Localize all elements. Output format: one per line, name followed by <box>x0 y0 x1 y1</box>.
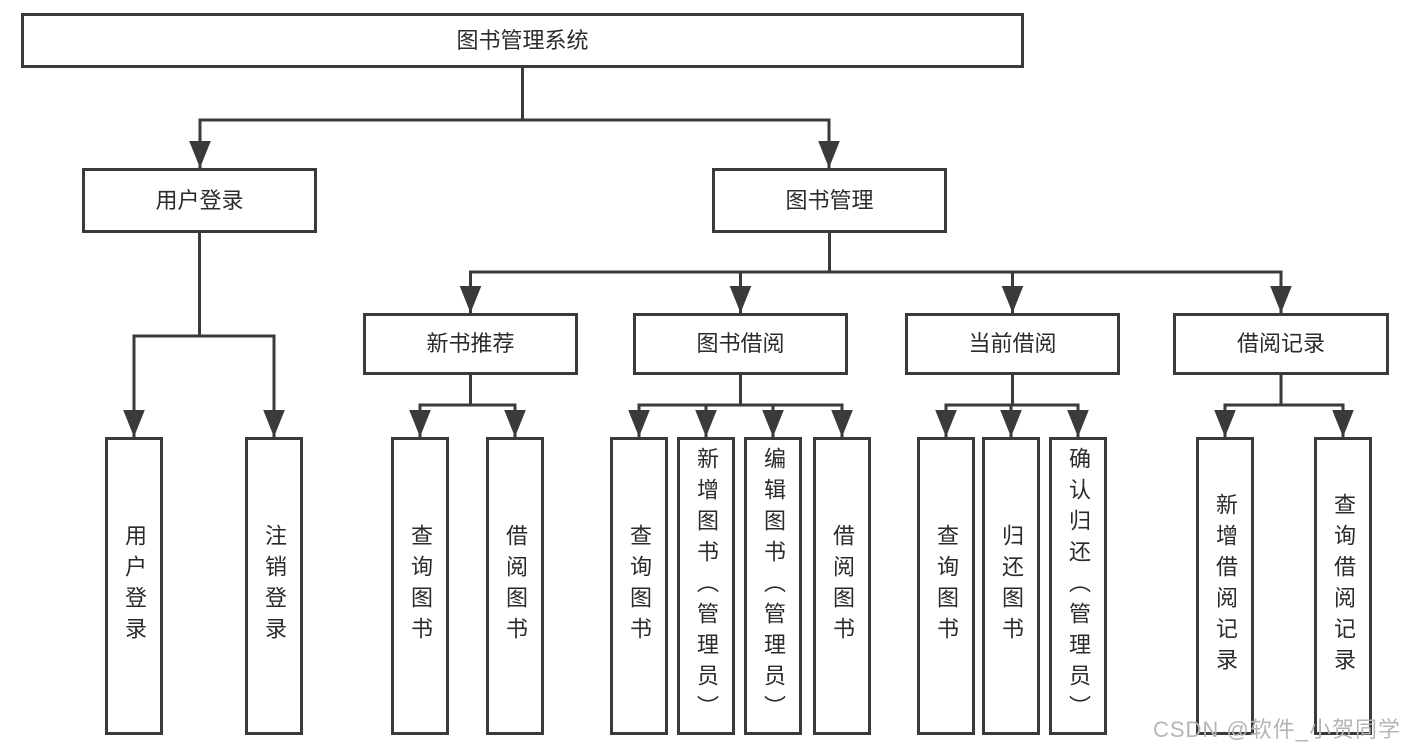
leaf-query-books-recommend-label: 查询图书 <box>408 524 433 648</box>
leaf-add-book-admin: 新增图书（管理员） <box>677 437 735 735</box>
leaf-borrow-books-2: 借阅图书 <box>813 437 871 735</box>
leaf-query-books-current: 查询图书 <box>917 437 975 735</box>
leaf-return-book: 归还图书 <box>982 437 1040 735</box>
leaf-query-borrow-record-label: 查询借阅记录 <box>1331 493 1356 679</box>
leaf-confirm-return-admin: 确认归还（管理员） <box>1049 437 1107 735</box>
node-user-login: 用户登录 <box>82 168 317 233</box>
leaf-user-login-label: 用户登录 <box>122 524 147 648</box>
leaf-edit-book-admin: 编辑图书（管理员） <box>744 437 802 735</box>
node-book-management: 图书管理 <box>712 168 947 233</box>
leaf-borrow-books-recommend: 借阅图书 <box>486 437 544 735</box>
leaf-edit-book-admin-label: 编辑图书（管理员） <box>761 446 786 726</box>
leaf-add-book-admin-label: 新增图书（管理员） <box>694 446 719 726</box>
leaf-borrow-books-recommend-label: 借阅图书 <box>503 524 528 648</box>
leaf-query-books-recommend: 查询图书 <box>391 437 449 735</box>
leaf-logout: 注销登录 <box>245 437 303 735</box>
node-book-management-system: 图书管理系统 <box>21 13 1024 68</box>
node-book-borrow: 图书借阅 <box>633 313 848 375</box>
leaf-query-books-borrow-label: 查询图书 <box>627 524 652 648</box>
leaf-add-borrow-record-label: 新增借阅记录 <box>1213 493 1238 679</box>
leaf-query-books-current-label: 查询图书 <box>934 524 959 648</box>
node-new-book-recommend: 新书推荐 <box>363 313 578 375</box>
leaf-logout-label: 注销登录 <box>262 524 287 648</box>
leaf-user-login: 用户登录 <box>105 437 163 735</box>
csdn-watermark: CSDN @软件_小贺同学 <box>1152 717 1401 742</box>
node-borrow-records: 借阅记录 <box>1173 313 1389 375</box>
node-current-borrow: 当前借阅 <box>905 313 1120 375</box>
leaf-borrow-books-2-label: 借阅图书 <box>830 524 855 648</box>
leaf-add-borrow-record: 新增借阅记录 <box>1196 437 1254 735</box>
leaf-confirm-return-admin-label: 确认归还（管理员） <box>1066 446 1091 726</box>
leaf-query-borrow-record: 查询借阅记录 <box>1314 437 1372 735</box>
leaf-query-books-borrow: 查询图书 <box>610 437 668 735</box>
leaf-return-book-label: 归还图书 <box>999 524 1024 648</box>
